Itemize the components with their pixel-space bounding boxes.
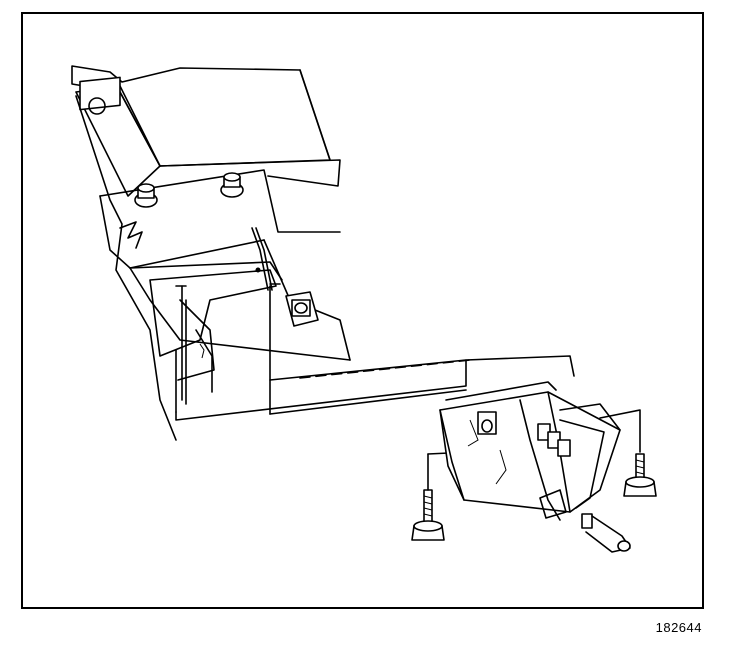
illustration-frame [21, 12, 704, 609]
flange-bolt-left [134, 183, 158, 208]
detached-component [439, 381, 631, 553]
mounting-bolt-left [411, 453, 445, 541]
vehicle-body-structure [71, 65, 351, 441]
body-mount-bracket [149, 267, 277, 415]
flange-bolt-right [220, 172, 244, 198]
cage-nut [285, 291, 319, 327]
alignment-leader-lines [175, 283, 641, 455]
figure-number: 182644 [655, 620, 702, 635]
wire-harness [251, 227, 273, 291]
mounting-bolt-right [623, 453, 657, 497]
